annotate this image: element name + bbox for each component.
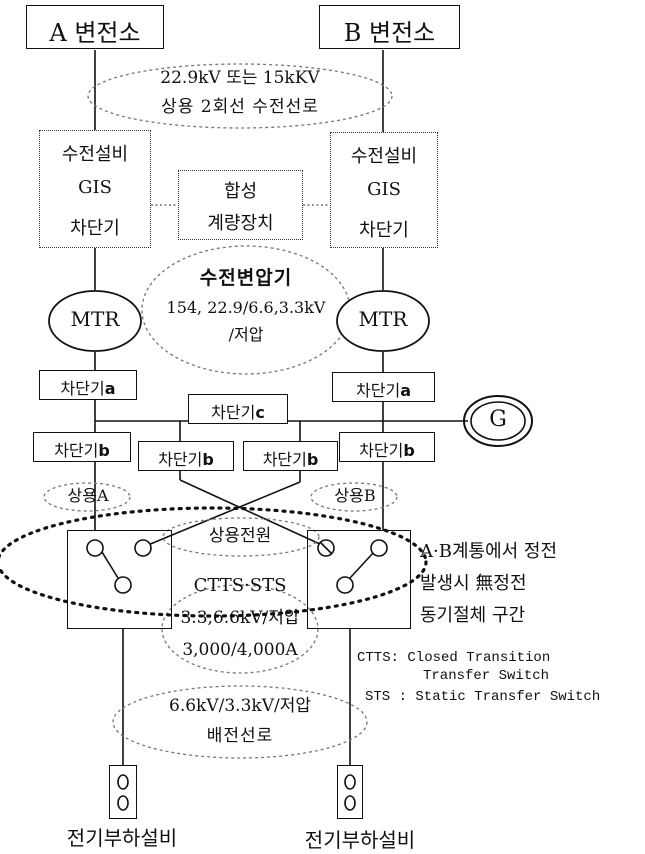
breaker-b-2: 차단기b <box>138 441 234 471</box>
breaker-b-4-label: 차단기b <box>340 437 434 461</box>
sync-meter-line1: 합성 <box>223 181 258 202</box>
supply-voltage: 22.9kV 또는 15kKV <box>160 68 320 88</box>
sync-meter-box: 합성 계량장치 <box>178 170 303 240</box>
switch-current: 3,000/4,000A <box>182 640 298 660</box>
transfer-switch-left <box>67 530 172 629</box>
sync-meter-line2: 계량장치 <box>207 213 274 234</box>
load-left-label: 전기부하설비 <box>66 826 178 850</box>
switch-contacts-right <box>317 539 388 594</box>
transformer-voltage: 154, 22.9/6.6,3.3kV <box>166 298 326 317</box>
switch-voltage: 3.3,6.6kV/저압 <box>180 608 300 628</box>
transformer-low: /저압 <box>228 325 264 344</box>
receiving-equipment-b: 수전설비 GIS 차단기 <box>330 132 438 248</box>
breaker-a-right-label: 차단기a <box>333 377 434 401</box>
load-device-right-lamps <box>344 774 356 811</box>
zone-note-3: 동기절체 구간 <box>420 605 526 626</box>
breaker-prefix: 차단기 <box>60 379 105 398</box>
gis-label: GIS <box>78 177 112 198</box>
breaker-suffix: c <box>255 403 265 422</box>
breaker-prefix: 차단기 <box>262 450 307 469</box>
breaker-prefix: 차단기 <box>158 450 203 469</box>
breaker-prefix: 차단기 <box>54 441 99 460</box>
commercial-b: 상용B <box>334 486 376 505</box>
commercial-power: 상용전원 <box>208 526 272 546</box>
load-device-right <box>337 765 363 819</box>
breaker-c-label: 차단기c <box>189 399 287 423</box>
gis-label: GIS <box>367 179 401 200</box>
breaker-suffix: a <box>104 379 116 398</box>
receiving-label: 수전설비 <box>350 146 418 167</box>
substation-b-label: B 변전소 <box>343 19 436 47</box>
breaker-prefix: 차단기 <box>356 381 401 400</box>
breaker-prefix: 차단기 <box>211 403 256 422</box>
load-right-label: 전기부하설비 <box>304 828 416 852</box>
breaker-label: 차단기 <box>359 220 409 241</box>
breaker-b-4: 차단기b <box>339 432 435 462</box>
breaker-suffix: b <box>403 441 415 460</box>
breaker-a-left: 차단기a <box>39 370 137 400</box>
legend-ctts-1: CTTS: Closed Transition <box>357 650 551 666</box>
transfer-switch-right <box>307 530 411 629</box>
receiving-equipment-a: 수전설비 GIS 차단기 <box>39 130 151 248</box>
breaker-prefix: 차단기 <box>359 441 404 460</box>
breaker-suffix: a <box>400 381 411 400</box>
mtr-a-label: MTR <box>70 307 120 331</box>
breaker-b-3-label: 차단기b <box>244 446 337 470</box>
substation-b: B 변전소 <box>319 5 460 49</box>
distribution-line: 배전선로 <box>206 726 274 746</box>
zone-note-1: A·B계통에서 정전 <box>420 541 558 562</box>
legend-sts: STS : Static Transfer Switch <box>365 689 601 705</box>
commercial-a: 상용A <box>67 486 109 505</box>
distribution-voltage: 6.6kV/3.3kV/저압 <box>169 696 311 716</box>
breaker-label: 차단기 <box>70 218 120 239</box>
breaker-a-left-label: 차단기a <box>40 375 136 399</box>
legend-ctts-2: Transfer Switch <box>423 668 550 684</box>
substation-a: A 변전소 <box>26 5 164 49</box>
generator-label: G <box>489 407 507 432</box>
breaker-a-right: 차단기a <box>332 372 435 402</box>
breaker-b-3: 차단기b <box>243 441 338 471</box>
breaker-c: 차단기c <box>188 394 288 424</box>
mtr-b-label: MTR <box>358 307 408 331</box>
breaker-suffix: b <box>98 441 110 460</box>
breaker-b-2-label: 차단기b <box>139 446 233 470</box>
breaker-suffix: b <box>202 450 214 469</box>
load-device-left-lamps <box>117 774 129 811</box>
receiving-label: 수전설비 <box>61 144 129 165</box>
breaker-b-1: 차단기b <box>33 432 131 462</box>
breaker-b-1-label: 차단기b <box>34 437 130 461</box>
switch-title: CTTS·STS <box>193 575 287 596</box>
breaker-suffix: b <box>306 450 319 469</box>
transformer-title: 수전변압기 <box>199 267 293 289</box>
substation-a-label: A 변전소 <box>49 19 141 47</box>
load-device-left <box>109 765 137 819</box>
supply-line-desc: 상용 2회선 수전선로 <box>161 97 319 117</box>
zone-note-2: 발생시 無정전 <box>420 573 527 594</box>
switch-contacts-left <box>86 539 152 594</box>
